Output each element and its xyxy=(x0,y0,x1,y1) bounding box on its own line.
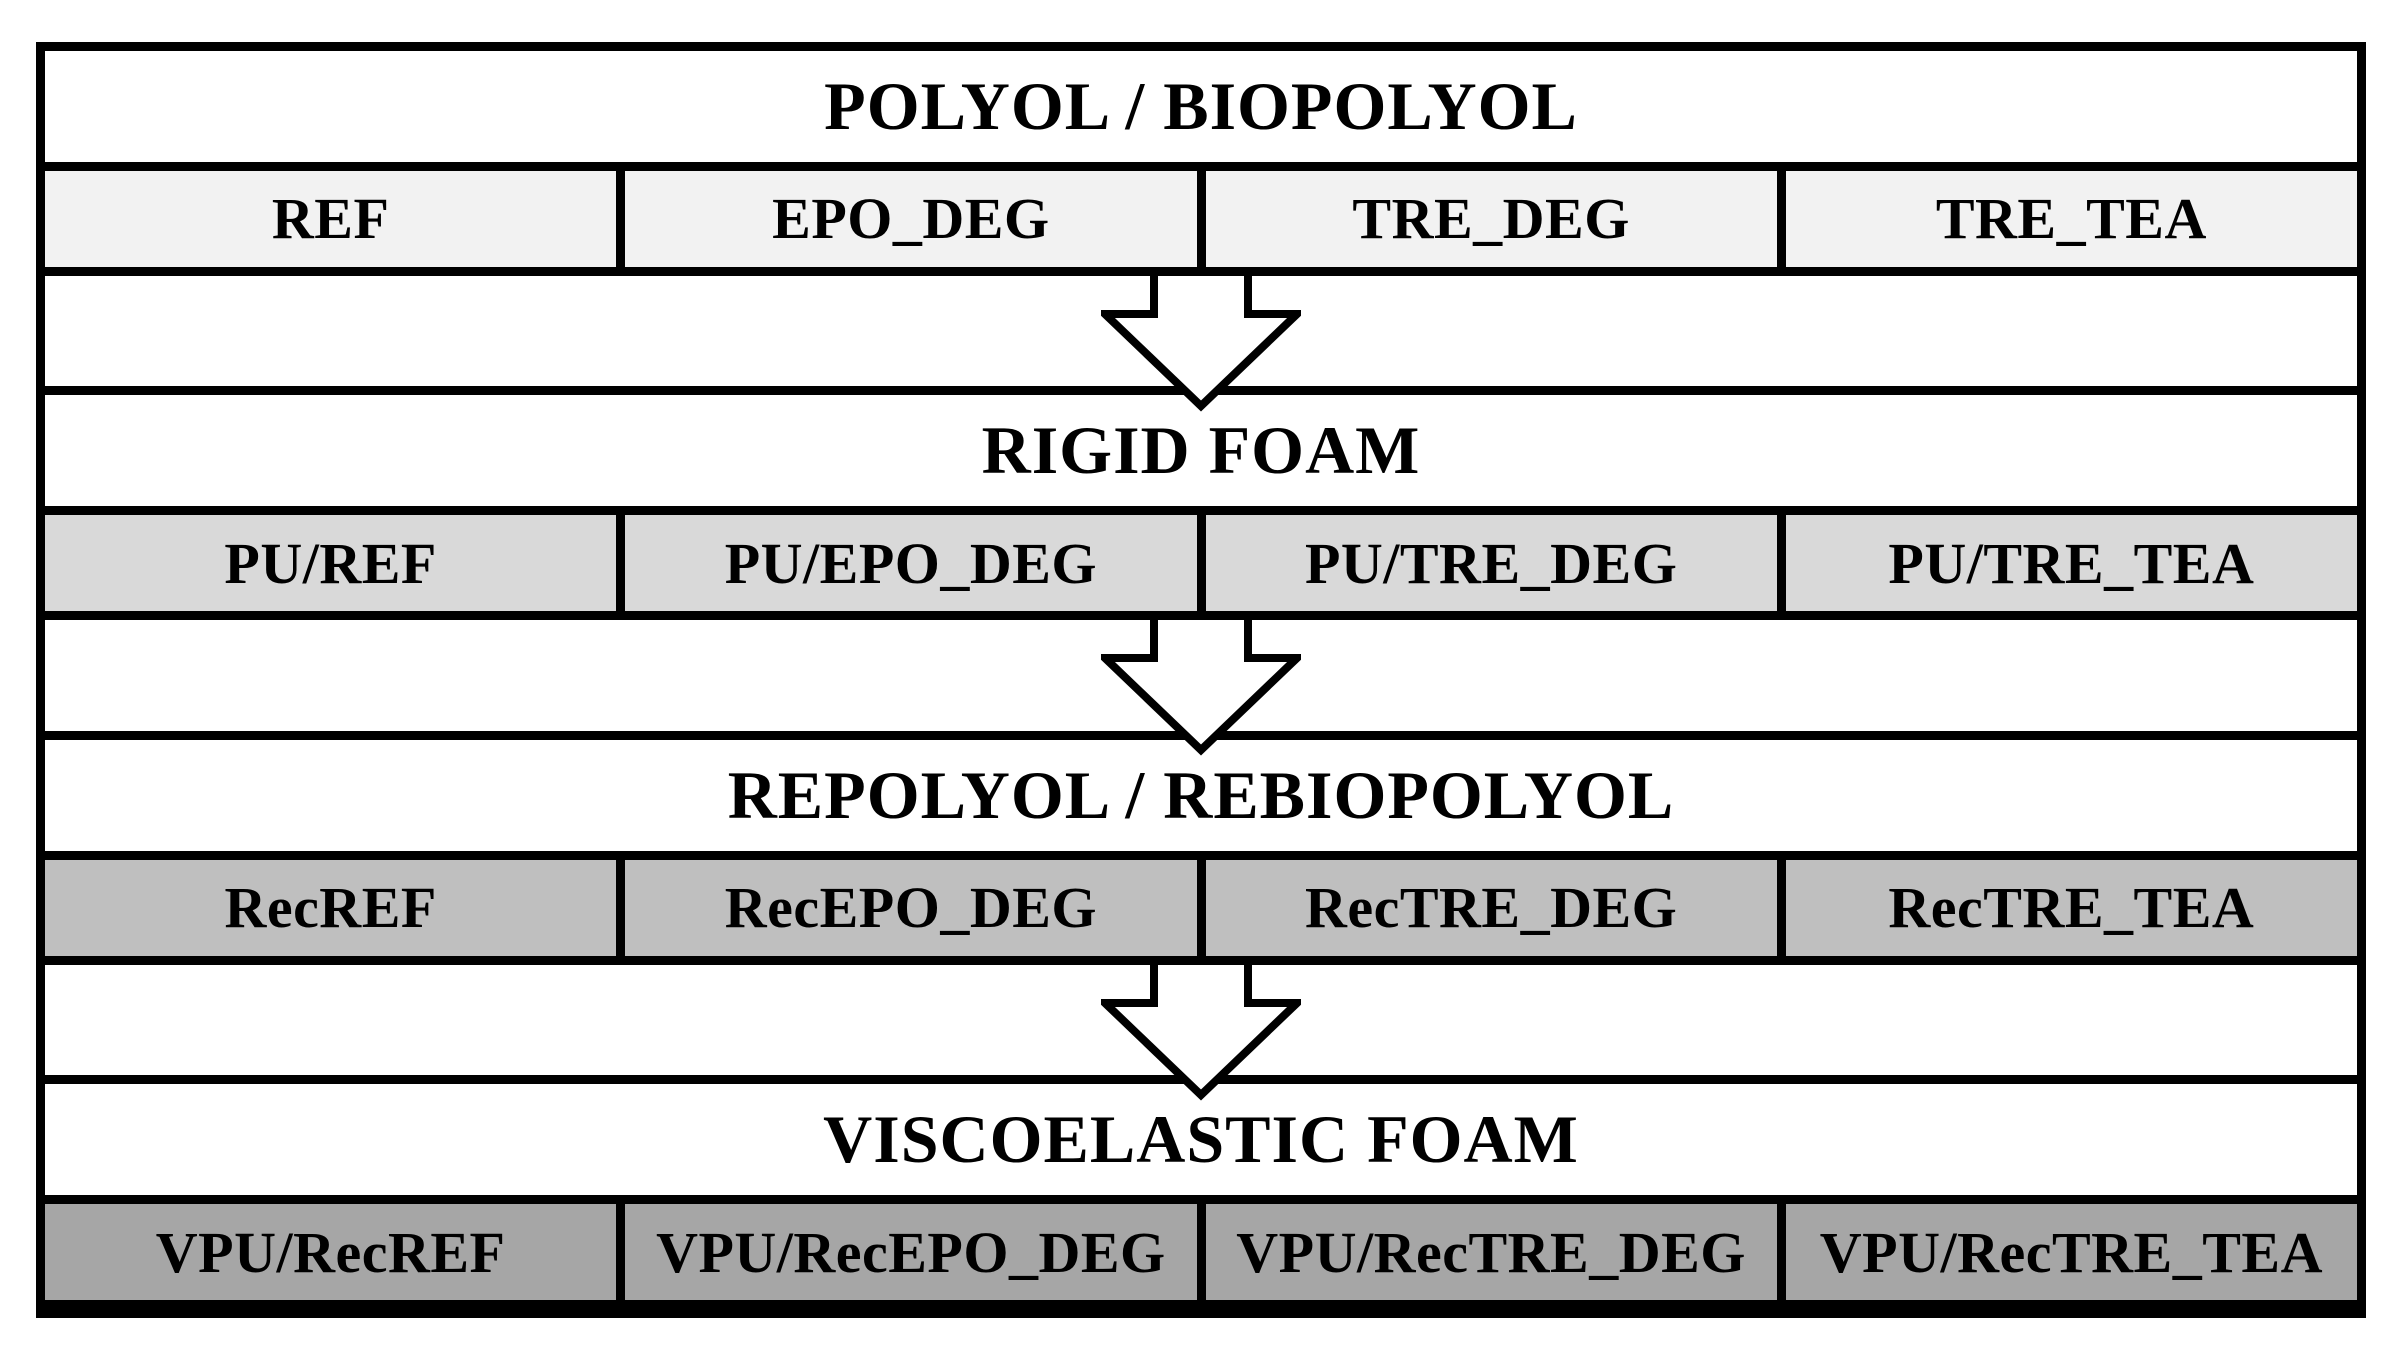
cell-recref: RecREF xyxy=(45,859,617,956)
stage-cells-rigid-foam: PU/REF PU/EPO_DEG PU/TRE_DEG PU/TRE_TEA xyxy=(45,506,2357,621)
arrow-row-1 xyxy=(45,275,2357,412)
process-flow-diagram: POLYOL / BIOPOLYOL REF EPO_DEG TRE_DEG T… xyxy=(36,42,2366,1318)
cell-pu-epo-deg: PU/EPO_DEG xyxy=(616,515,1197,612)
stage-cells-viscoelastic-foam: VPU/RecREF VPU/RecEPO_DEG VPU/RecTRE_DEG… xyxy=(45,1195,2357,1310)
cell-ref: REF xyxy=(45,170,617,267)
arrow-row-2 xyxy=(45,620,2357,756)
stage-title-repolyol: REPOLYOL / REBIOPOLYOL xyxy=(45,739,2357,851)
cell-pu-tre-deg: PU/TRE_DEG xyxy=(1196,515,1777,612)
down-arrow-icon xyxy=(1101,275,1301,412)
cell-vpu-recepo-deg: VPU/RecEPO_DEG xyxy=(616,1204,1197,1301)
cell-recepo-deg: RecEPO_DEG xyxy=(616,859,1197,956)
cell-tre-deg: TRE_DEG xyxy=(1196,170,1777,267)
cell-epo-deg: EPO_DEG xyxy=(616,170,1197,267)
cell-pu-ref: PU/REF xyxy=(45,515,617,612)
down-arrow-icon xyxy=(1101,964,1301,1101)
down-arrow-icon xyxy=(1101,620,1301,756)
cell-tre-tea: TRE_TEA xyxy=(1776,170,2357,267)
stage-cells-repolyol: RecREF RecEPO_DEG RecTRE_DEG RecTRE_TEA xyxy=(45,850,2357,965)
cell-vpu-rectre-tea: VPU/RecTRE_TEA xyxy=(1776,1204,2357,1301)
stage-cells-polyol: REF EPO_DEG TRE_DEG TRE_TEA xyxy=(45,161,2357,276)
cell-rectre-deg: RecTRE_DEG xyxy=(1196,859,1777,956)
stage-title-viscoelastic-foam: VISCOELASTIC FOAM xyxy=(45,1084,2357,1196)
cell-vpu-recref: VPU/RecREF xyxy=(45,1204,617,1301)
stage-title-polyol: POLYOL / BIOPOLYOL xyxy=(45,51,2357,162)
cell-pu-tre-tea: PU/TRE_TEA xyxy=(1776,515,2357,612)
cell-vpu-rectre-deg: VPU/RecTRE_DEG xyxy=(1196,1204,1777,1301)
stage-title-rigid-foam: RIGID FOAM xyxy=(45,395,2357,507)
arrow-row-3 xyxy=(45,964,2357,1101)
cell-rectre-tea: RecTRE_TEA xyxy=(1776,859,2357,956)
